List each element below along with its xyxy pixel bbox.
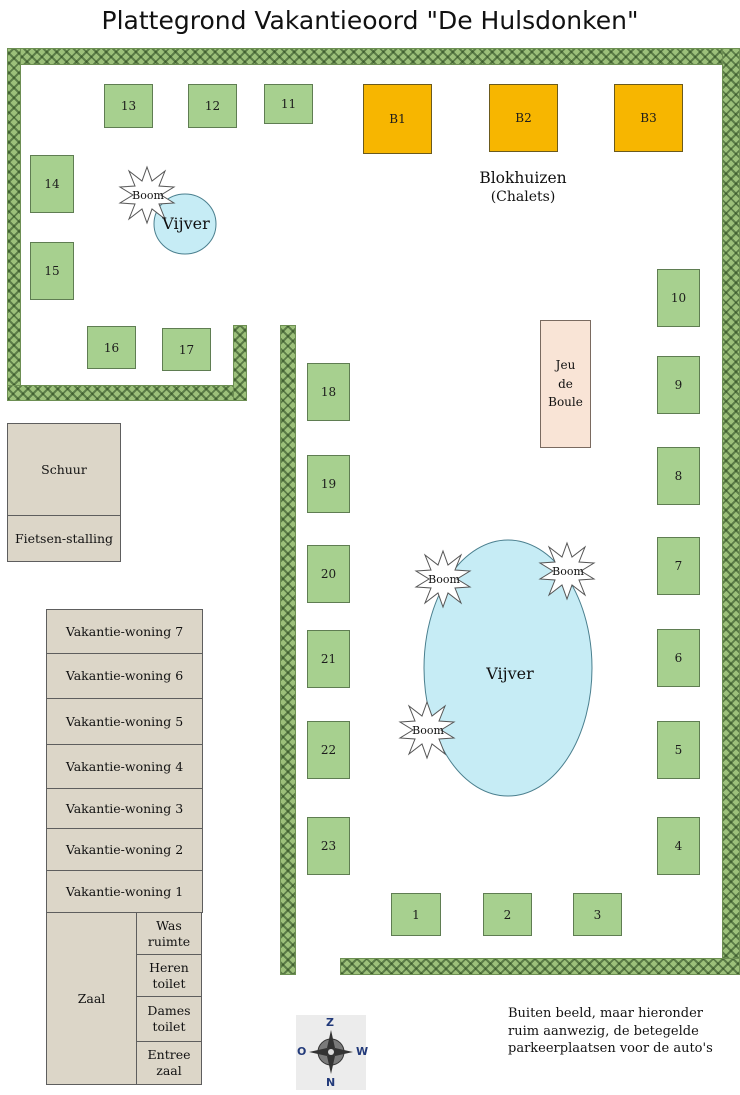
fietsenstalling-building[interactable]: Fietsen-stalling [7,515,121,562]
plot-13[interactable]: 13 [104,84,153,128]
plot-16[interactable]: 16 [87,326,136,369]
plot-5[interactable]: 5 [657,721,700,779]
plot-1[interactable]: 1 [391,893,441,936]
large-pond-label: Vijver [486,664,534,683]
plot-4[interactable]: 4 [657,817,700,875]
tree-icon-upper [118,165,176,225]
plot-2[interactable]: 2 [483,893,532,936]
plot-8[interactable]: 8 [657,447,700,505]
plot-20[interactable]: 20 [307,545,350,603]
tree-label-upper: Boom [132,189,164,202]
plot-19[interactable]: 19 [307,455,350,513]
tree-icon-pond-left [414,549,472,609]
plot-14[interactable]: 14 [30,155,74,213]
vakantiewoning-3[interactable]: Vakantie-woning 3 [46,788,203,829]
plot-22[interactable]: 22 [307,721,350,779]
plot-11[interactable]: 11 [264,84,313,124]
tree-icon-pond-bottom [398,700,456,760]
dames-toilet[interactable]: Dames toilet [136,996,202,1042]
plot-15[interactable]: 15 [30,242,74,300]
chalets-label: (Chalets) [490,189,556,205]
tree-label-pond-left: Boom [428,573,460,586]
tree-icon-pond-right [538,541,596,601]
compass-label-left: O [297,1045,307,1058]
plot-9[interactable]: 9 [657,356,700,414]
tree-label-pond-right: Boom [552,565,584,578]
plot-18[interactable]: 18 [307,363,350,421]
jeu-de-boule-label: Jeu de Boule [548,358,583,410]
vakantiewoning-4[interactable]: Vakantie-woning 4 [46,744,203,789]
large-pond [423,539,593,797]
compass-label-top: Z [326,1016,334,1029]
map-title: Plattegrond Vakantieoord "De Hulsdonken" [101,6,639,35]
plot-17[interactable]: 17 [162,328,211,371]
compass-label-right: W [356,1045,369,1058]
vakantiewoning-5[interactable]: Vakantie-woning 5 [46,698,203,745]
vakantiewoning-7[interactable]: Vakantie-woning 7 [46,609,203,654]
blokhuizen-label: Blokhuizen [479,169,567,187]
zaal-building[interactable]: Zaal [46,912,137,1085]
vakantiewoning-1[interactable]: Vakantie-woning 1 [46,870,203,913]
hedge-upper-bottom [7,385,247,401]
plot-7[interactable]: 7 [657,537,700,595]
small-pond [153,193,217,255]
hedge-middle-vertical [280,325,296,975]
compass-icon [309,1030,353,1074]
vakantiewoning-2[interactable]: Vakantie-woning 2 [46,828,203,871]
plot-10[interactable]: 10 [657,269,700,327]
jeu-de-boule-court[interactable]: Jeu de Boule [540,320,591,448]
chalet-b1[interactable]: B1 [363,84,432,154]
plot-23[interactable]: 23 [307,817,350,875]
compass-label-bottom: N [326,1076,336,1089]
hedge-upper-divider [233,325,247,401]
vakantiewoning-6[interactable]: Vakantie-woning 6 [46,653,203,699]
schuur-building[interactable]: Schuur [7,423,121,516]
heren-toilet[interactable]: Heren toilet [136,954,202,997]
chalet-b3[interactable]: B3 [614,84,683,152]
chalet-b2[interactable]: B2 [489,84,558,152]
plot-12[interactable]: 12 [188,84,237,128]
parking-note: Buiten beeld, maar hieronder ruim aanwez… [508,1006,713,1057]
tree-label-pond-bottom: Boom [412,724,444,737]
entree-zaal[interactable]: Entree zaal [136,1041,202,1085]
small-pond-label: Vijver [162,214,210,233]
compass-rose: Z O W N [296,1015,369,1090]
hedge-top [7,48,740,65]
plot-6[interactable]: 6 [657,629,700,687]
hedge-left [7,48,21,401]
plot-3[interactable]: 3 [573,893,622,936]
was-ruimte[interactable]: Was ruimte [136,912,202,955]
plot-21[interactable]: 21 [307,630,350,688]
hedge-bottom [340,958,740,975]
